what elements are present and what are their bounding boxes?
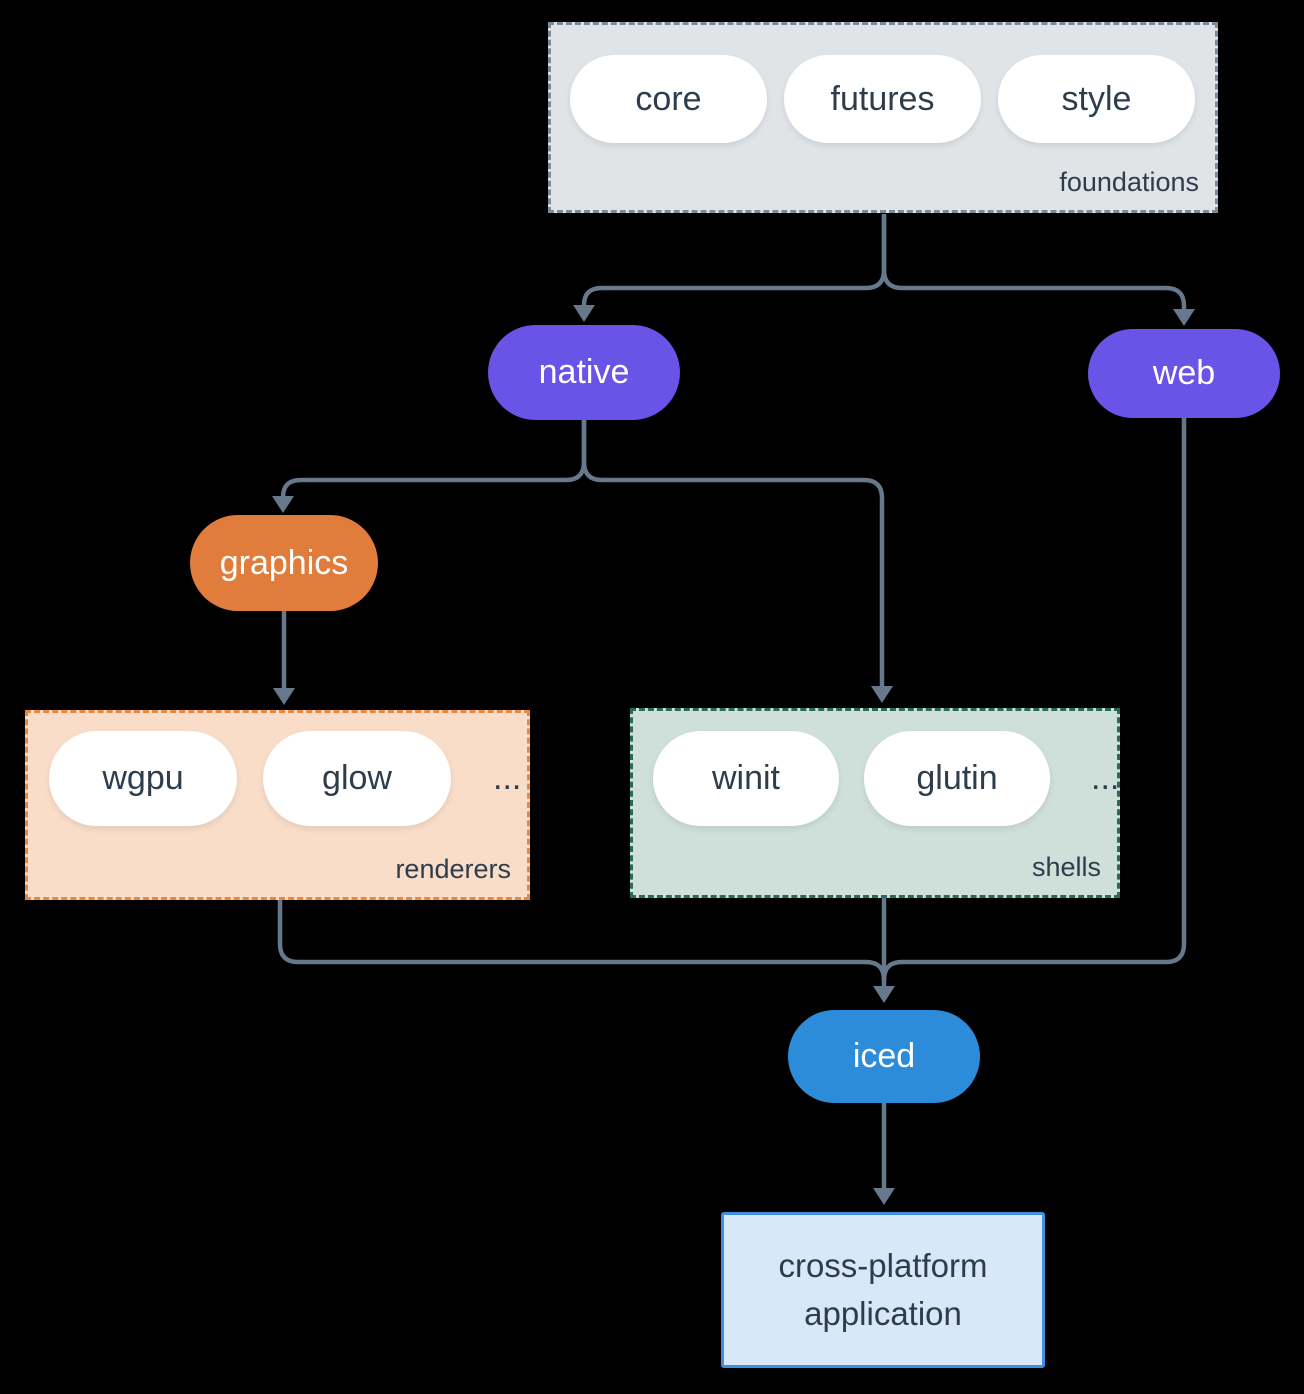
renderers-group-label: renderers [395, 854, 511, 884]
edge-native-shells [581, 420, 885, 687]
edge-foundations-native [581, 214, 887, 307]
arrowhead-shells [871, 686, 893, 703]
pill-wgpu: wgpu [49, 731, 237, 826]
arrowhead-graphics [272, 496, 294, 513]
arrowhead-renderers [273, 688, 295, 705]
pill-style: style [998, 55, 1195, 143]
renderers-pill-row: wgpu glow ... [49, 731, 521, 826]
node-iced: iced [788, 1010, 980, 1103]
arrowhead-iced [873, 986, 895, 1003]
pill-glow: glow [263, 731, 451, 826]
pill-futures: futures [784, 55, 981, 143]
arrowhead-application [873, 1188, 895, 1205]
app-label-line-2: application [804, 1295, 962, 1332]
edge-native-graphics [280, 420, 587, 498]
pill-winit: winit [653, 731, 839, 826]
app-label-line-1: cross-platform [778, 1247, 988, 1284]
edge-foundations-web [881, 214, 1187, 311]
renderers-ellipsis: ... [493, 759, 522, 797]
pill-glutin: glutin [864, 731, 1050, 826]
edge-renderers-iced [277, 900, 887, 981]
shells-group-label: shells [1031, 852, 1101, 882]
group-foundations: core futures style foundations [548, 22, 1218, 213]
shells-ellipsis: ... [1091, 759, 1120, 797]
arrowhead-web [1173, 309, 1195, 326]
node-native: native [488, 325, 680, 420]
group-renderers: wgpu glow ... renderers [25, 710, 530, 900]
node-web: web [1088, 329, 1280, 418]
node-graphics: graphics [190, 515, 378, 611]
foundations-group-label: foundations [1059, 167, 1199, 197]
shells-pill-row: winit glutin ... [653, 731, 1119, 826]
pill-core: core [570, 55, 767, 143]
group-shells: winit glutin ... shells [630, 708, 1120, 898]
node-cross-platform-application: cross-platform application [721, 1212, 1045, 1368]
foundations-pill-row: core futures style [570, 55, 1195, 143]
arrowhead-native [573, 305, 595, 322]
